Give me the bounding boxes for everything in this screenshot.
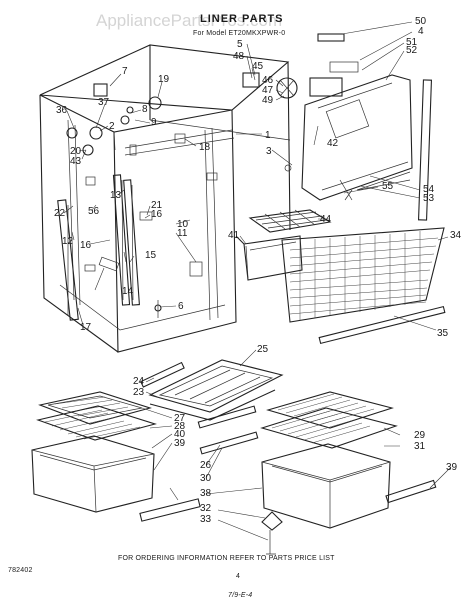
callout-33: 33 — [200, 514, 212, 525]
callout-47: 47 — [262, 85, 274, 96]
callout-16-lower: 16 — [80, 240, 92, 251]
callout-42: 42 — [327, 138, 339, 149]
ice-bin — [235, 235, 303, 281]
figure-code: 782402 — [8, 567, 33, 574]
callout-19: 19 — [158, 74, 170, 85]
model-line: For Model ET20MKXPWR-0 — [193, 30, 285, 37]
callout-10: 10 — [177, 219, 189, 230]
callout-6: 6 — [178, 301, 184, 312]
callout-55: 55 — [382, 181, 394, 192]
temperature-control-parts — [66, 83, 162, 186]
liner-cabinet — [39, 44, 291, 353]
callout-3: 3 — [266, 146, 272, 157]
left-crisper-drawer — [31, 435, 201, 522]
callout-labels: 50 4 51 52 5 48 45 46 47 49 7 19 36 37 2… — [54, 16, 462, 525]
shelf-supports — [57, 133, 218, 321]
evaporator-cover — [242, 33, 413, 201]
callout-38: 38 — [200, 488, 212, 499]
callout-35: 35 — [437, 328, 449, 339]
callout-27: 27 — [174, 413, 186, 424]
callout-18: 18 — [199, 142, 211, 153]
callout-4: 4 — [418, 26, 424, 37]
callout-13: 13 — [110, 190, 122, 201]
callout-43: 43 — [70, 156, 82, 167]
callout-11: 11 — [177, 228, 188, 239]
callout-8: 8 — [142, 104, 148, 115]
callout-2: 2 — [109, 121, 115, 132]
callout-21: 21 — [151, 200, 163, 211]
callout-45: 45 — [252, 61, 264, 72]
callout-56: 56 — [88, 206, 100, 217]
callout-51: 51 — [406, 37, 418, 48]
callout-40: 40 — [174, 429, 186, 440]
callout-25: 25 — [257, 344, 269, 355]
callout-31: 31 — [414, 441, 426, 452]
callout-53: 53 — [423, 193, 435, 204]
callout-17: 17 — [80, 322, 92, 333]
callout-12: 12 — [62, 236, 74, 247]
callout-37: 37 — [98, 97, 110, 108]
callout-15: 15 — [145, 250, 157, 261]
callout-7: 7 — [122, 66, 128, 77]
callout-14: 14 — [122, 286, 134, 297]
callout-24: 24 — [133, 376, 145, 387]
callout-44: 44 — [320, 214, 332, 225]
page-number: 4 — [236, 573, 240, 580]
callout-26: 26 — [200, 460, 212, 471]
right-crisper-drawer — [261, 443, 437, 529]
callout-52: 52 — [406, 45, 418, 56]
callout-41: 41 — [228, 230, 240, 241]
drawer-glide-parts — [261, 511, 283, 555]
callout-49: 49 — [262, 95, 274, 106]
callout-20: 20 — [70, 146, 82, 157]
callout-1: 1 — [265, 130, 271, 141]
callout-5: 5 — [237, 39, 243, 50]
callout-34: 34 — [450, 230, 462, 241]
ordering-note: FOR ORDERING INFORMATION REFER TO PARTS … — [118, 555, 335, 562]
ice-tray — [248, 209, 332, 233]
callout-39-right: 39 — [446, 462, 458, 473]
left-crisper-cover — [36, 391, 157, 441]
callout-46: 46 — [262, 75, 274, 86]
handwritten-note: 7/9-E-4 — [228, 592, 252, 599]
callout-23: 23 — [133, 387, 145, 398]
diagram-title: LINER PARTS — [200, 13, 284, 25]
glass-shelf — [140, 359, 284, 421]
callout-39: 39 — [174, 438, 186, 449]
callout-54: 54 — [423, 184, 435, 195]
leader-lines — [63, 21, 451, 541]
right-crisper-cover — [197, 391, 398, 455]
vertical-trim-strip — [417, 79, 433, 221]
callout-16: 16 — [151, 209, 163, 220]
freezer-wire-shelf — [281, 227, 445, 323]
callout-28: 28 — [174, 421, 186, 432]
callout-48: 48 — [233, 51, 245, 62]
callout-29: 29 — [414, 430, 426, 441]
callout-36: 36 — [56, 105, 68, 116]
callout-30: 30 — [200, 473, 212, 484]
callout-50: 50 — [415, 16, 427, 27]
callout-22: 22 — [54, 208, 66, 219]
callout-32: 32 — [200, 503, 212, 514]
shelf-trim-strip — [318, 305, 446, 345]
watermark: AppliancePartsPros.com — [96, 11, 282, 30]
callout-9: 9 — [151, 117, 157, 128]
